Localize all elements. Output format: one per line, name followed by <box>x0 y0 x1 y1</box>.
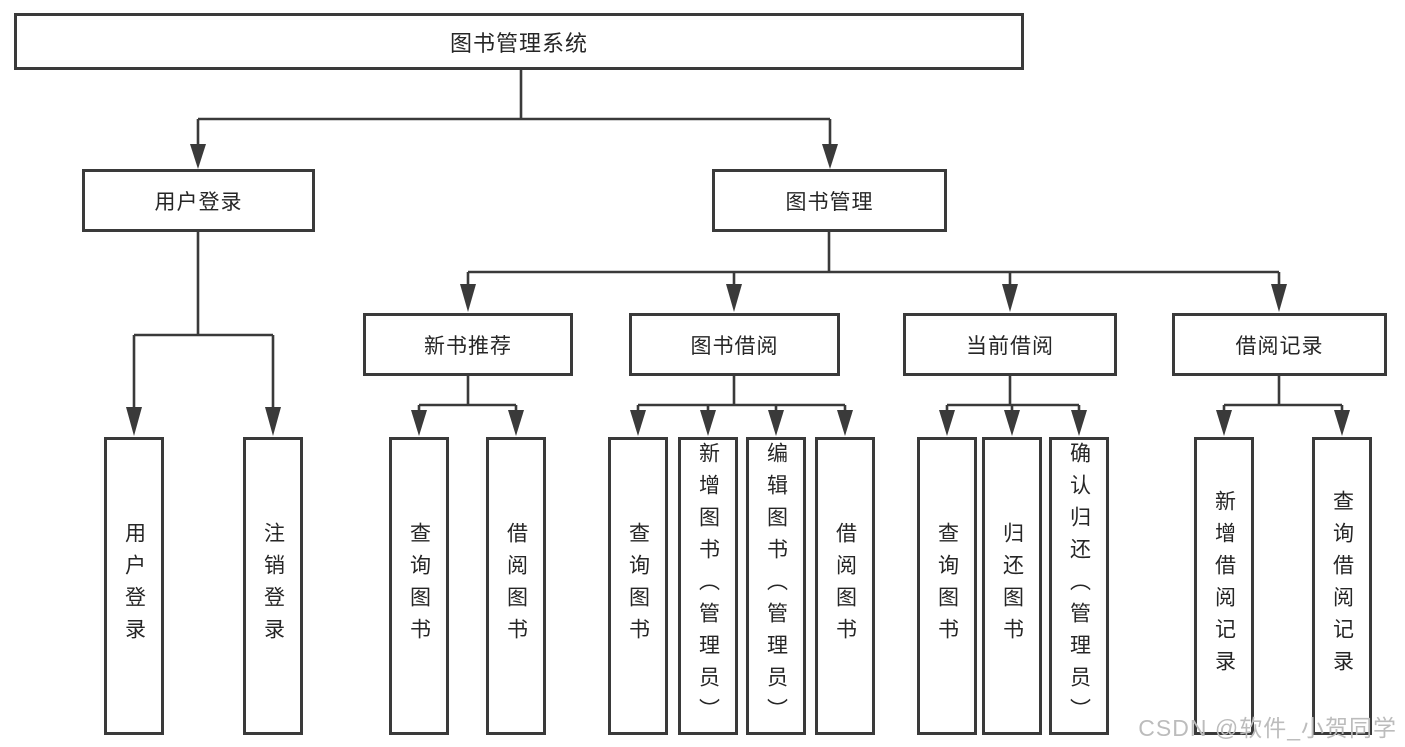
arrowhead <box>126 407 142 436</box>
arrowhead <box>726 284 742 312</box>
arrowhead <box>822 144 838 169</box>
arrowhead <box>411 410 427 436</box>
leaf-label: 查询借阅记录 <box>1330 490 1354 682</box>
leaf-label: 新增借阅记录 <box>1212 490 1236 682</box>
leaf-query-books-current: 查询图书 <box>917 437 977 735</box>
leaf-label: 查询图书 <box>407 522 431 650</box>
leaf-logout: 注销登录 <box>243 437 303 735</box>
connector-mgmt-to-level3 <box>466 232 1281 286</box>
node-label: 当前借阅 <box>966 334 1054 358</box>
leaf-confirm-return-admin: 确认归还（管理员） <box>1049 437 1109 735</box>
leaf-query-books-recommend: 查询图书 <box>389 437 449 735</box>
leaf-label: 查询图书 <box>626 522 650 650</box>
leaf-label: 确认归还（管理员） <box>1067 442 1091 730</box>
leaf-label: 借阅图书 <box>504 522 528 650</box>
node-label: 图书管理 <box>785 190 874 214</box>
leaf-borrow-books-recommend: 借阅图书 <box>486 437 546 735</box>
leaf-edit-books-admin: 编辑图书（管理员） <box>746 437 806 735</box>
arrowhead <box>265 407 281 436</box>
node-library-management-system: 图书管理系统 <box>14 13 1024 70</box>
arrowhead <box>1002 284 1018 312</box>
leaf-borrow-books: 借阅图书 <box>815 437 875 735</box>
arrowhead <box>700 410 716 436</box>
leaf-label: 归还图书 <box>1000 522 1024 650</box>
arrowheads <box>126 144 1350 436</box>
arrowhead <box>768 410 784 436</box>
leaf-label: 查询图书 <box>935 522 959 650</box>
arrowhead <box>1271 284 1287 312</box>
arrowhead <box>939 410 955 436</box>
connector-current-to-leaves <box>945 376 1081 413</box>
leaf-label: 用户登录 <box>122 522 146 650</box>
connector-login-to-leaves <box>132 232 275 410</box>
arrowhead <box>837 410 853 436</box>
leaf-query-borrow-record: 查询借阅记录 <box>1312 437 1372 735</box>
csdn-watermark: CSDN @软件_小贺同学 <box>1138 715 1397 741</box>
node-label: 图书借阅 <box>690 334 779 358</box>
node-book-borrow: 图书借阅 <box>629 313 840 376</box>
connector-newbook-to-leaves <box>417 376 518 413</box>
arrowhead <box>190 144 206 169</box>
arrowhead <box>630 410 646 436</box>
node-current-borrow: 当前借阅 <box>903 313 1117 376</box>
leaf-add-borrow-record: 新增借阅记录 <box>1194 437 1254 735</box>
leaf-label: 新增图书（管理员） <box>696 442 720 730</box>
arrowhead <box>460 284 476 312</box>
leaf-user-login: 用户登录 <box>104 437 164 735</box>
connector-borrow-to-leaves <box>636 376 847 413</box>
connector-root-to-level2 <box>196 69 832 146</box>
node-borrow-records: 借阅记录 <box>1172 313 1387 376</box>
leaf-query-books-borrow: 查询图书 <box>608 437 668 735</box>
leaf-label: 借阅图书 <box>833 522 857 650</box>
leaf-label: 编辑图书（管理员） <box>764 442 788 730</box>
arrowhead <box>508 410 524 436</box>
node-label: 新书推荐 <box>424 334 512 358</box>
node-user-login: 用户登录 <box>82 169 315 232</box>
arrowhead <box>1004 410 1020 436</box>
node-label: 用户登录 <box>154 190 243 214</box>
node-label: 借阅记录 <box>1235 334 1324 358</box>
arrowhead <box>1216 410 1232 436</box>
node-label: 图书管理系统 <box>449 30 588 56</box>
leaf-add-books-admin: 新增图书（管理员） <box>678 437 738 735</box>
leaf-label: 注销登录 <box>261 522 285 650</box>
node-book-management: 图书管理 <box>712 169 947 232</box>
arrowhead <box>1334 410 1350 436</box>
arrowhead <box>1071 410 1087 436</box>
node-new-book-recommend: 新书推荐 <box>363 313 573 376</box>
connector-records-to-leaves <box>1222 376 1344 413</box>
leaf-return-books: 归还图书 <box>982 437 1042 735</box>
